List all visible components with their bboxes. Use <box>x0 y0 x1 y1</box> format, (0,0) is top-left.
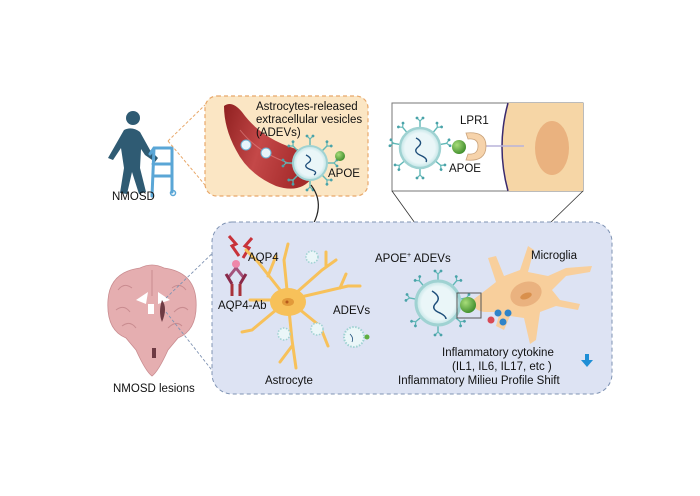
microglia-cell-icon <box>470 246 592 344</box>
milieu-shift-label: Inflammatory Milieu Profile Shift <box>398 375 560 387</box>
apoe-adevs-rest: ADEVs <box>411 252 451 265</box>
apoe-adevs-main: APOE <box>375 252 407 265</box>
apoe-adevs-sup: + <box>406 252 412 259</box>
lpr1-label: LPR1 <box>460 115 489 127</box>
patient-callout-lines <box>167 104 206 186</box>
aqp4-antibody-icon <box>224 235 254 296</box>
apoe-bound-icon <box>460 297 476 313</box>
small-adev-icon <box>277 250 370 348</box>
apoe-ball-zoom-icon <box>452 140 466 154</box>
vessel-title-line-1: Astrocytes-released <box>256 101 358 113</box>
cytokine-line-1: Inflammatory cytokine <box>442 347 554 359</box>
vessel-title-line-3: (ADEVs) <box>256 127 301 139</box>
patient-label: NMOSD <box>112 191 155 203</box>
cytokine-line-2: (IL1, IL6, IL17, etc ) <box>452 361 552 373</box>
brain-coronal-icon <box>107 264 197 377</box>
adevs-label: ADEVs <box>333 305 371 317</box>
apoe-adev-vesicle <box>403 268 473 338</box>
vessel-title-line-2: extracellular vesicles <box>256 114 363 126</box>
lesion-panel <box>211 221 613 395</box>
patient-walker-icon <box>108 111 177 198</box>
lpr1-receptor-icon <box>465 132 487 161</box>
vessel-apoe-label: APOE <box>328 168 360 180</box>
zoom-apoe-label: APOE <box>449 163 481 175</box>
microglia-label: Microglia <box>531 250 578 262</box>
zoom-box <box>456 292 482 319</box>
adev-vesicle-large <box>280 133 340 193</box>
adev-vesicle-zoom <box>387 115 453 181</box>
apoe-ball-icon <box>335 151 345 161</box>
aqp4-ab-label: AQP4-Ab <box>218 300 267 312</box>
microglia-nucleus-zoom <box>535 121 569 175</box>
apoe-adevs-label: APOE+ ADEVs <box>375 249 451 266</box>
brain-label: NMOSD lesions <box>113 383 195 395</box>
astrocyte-label: Astrocyte <box>265 375 313 387</box>
aqp4-label: AQP4 <box>248 252 279 264</box>
cytokine-dots-icon <box>487 309 512 326</box>
down-arrow-icon <box>581 354 593 367</box>
